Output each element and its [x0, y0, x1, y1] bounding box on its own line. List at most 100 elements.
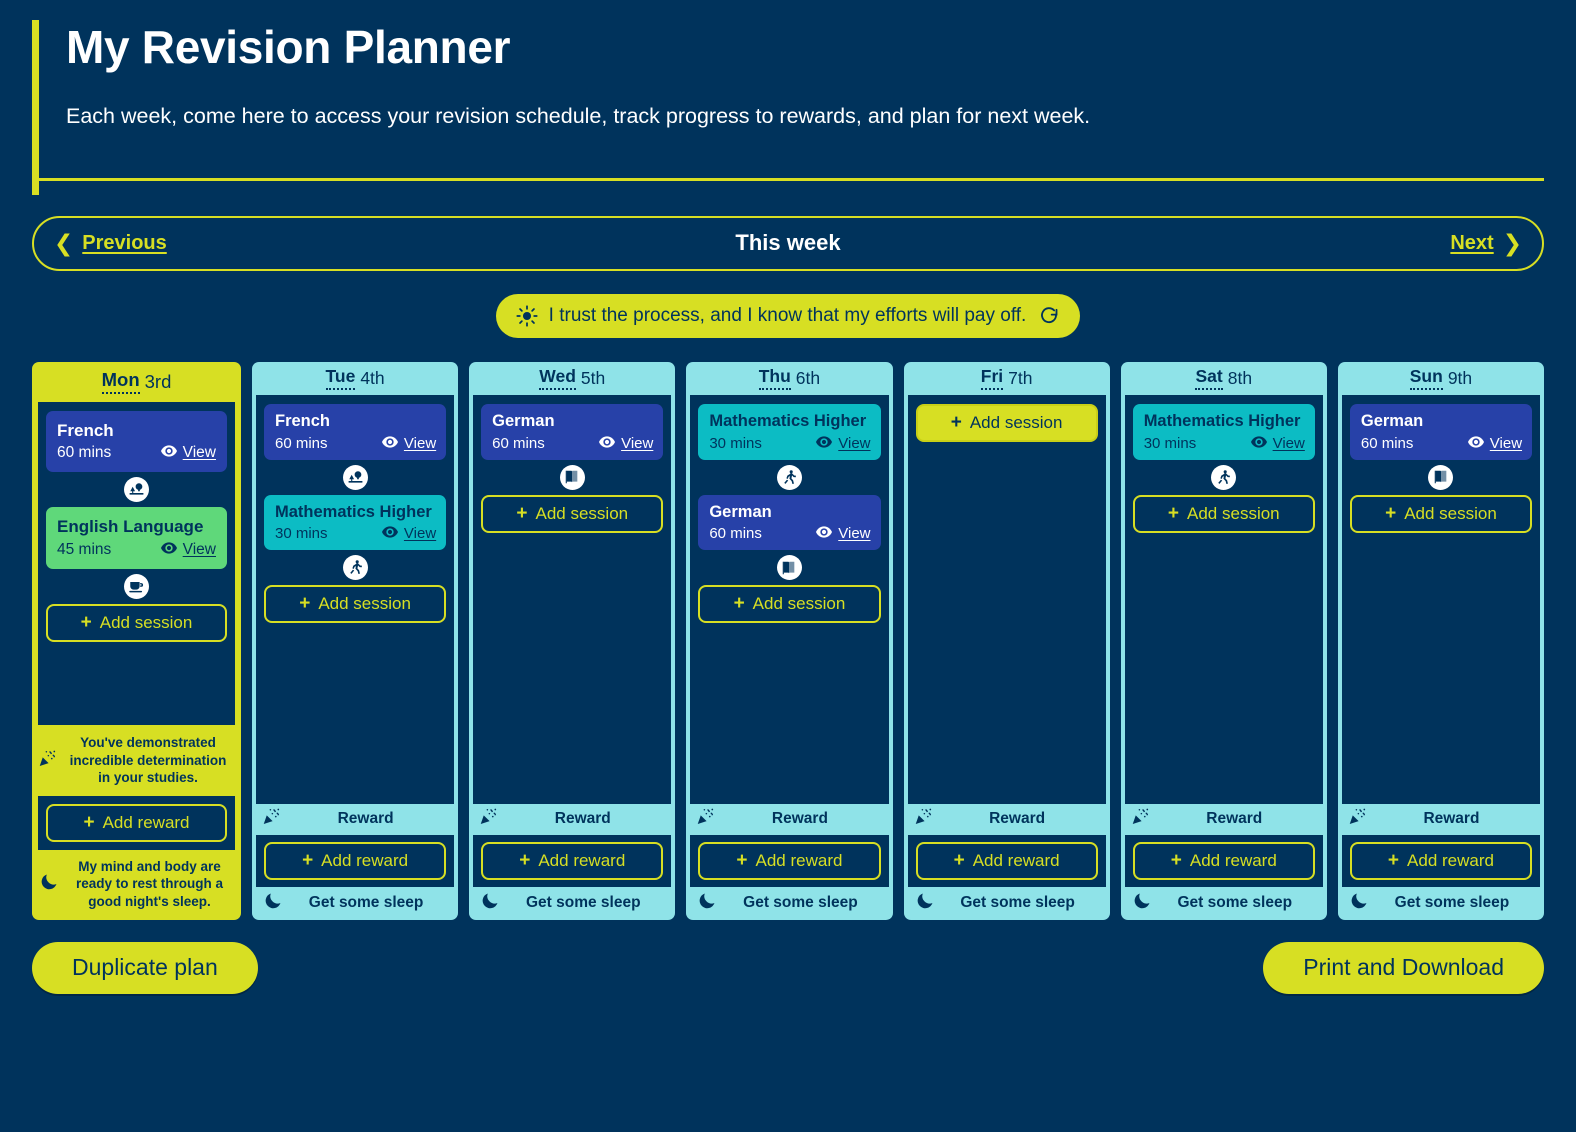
add-reward-button[interactable]: +Add reward	[698, 841, 881, 880]
view-label: View	[838, 525, 871, 543]
moon-icon	[40, 872, 59, 896]
book-icon	[776, 555, 802, 581]
affirmation-banner: I trust the process, and I know that my …	[495, 293, 1081, 338]
day-date: 8th	[1227, 367, 1253, 388]
add-session-label: Add session	[535, 503, 629, 523]
add-reward-button[interactable]: +Add reward	[915, 841, 1098, 880]
view-session-link[interactable]: View	[1250, 435, 1305, 452]
add-session-button[interactable]: + Add session	[481, 494, 664, 533]
sleep-label: Get some sleep	[308, 894, 424, 912]
session-subject: French	[57, 420, 114, 440]
add-session-button[interactable]: +Add session	[915, 403, 1098, 442]
add-session-button[interactable]: +Add session	[264, 585, 447, 624]
view-session-link[interactable]: View	[160, 444, 216, 462]
add-session-label: Add session	[99, 612, 193, 632]
add-session-label: Add session	[318, 594, 411, 614]
break-divider	[698, 550, 880, 585]
break-divider	[1350, 460, 1532, 495]
view-session-link[interactable]: View	[381, 435, 436, 452]
moon-icon	[916, 891, 935, 915]
add-reward-button[interactable]: + Add reward	[481, 841, 664, 880]
add-reward-button[interactable]: +Add reward	[46, 803, 227, 842]
day-name: Sat	[1195, 366, 1223, 391]
print-download-button[interactable]: Print and Download	[1263, 941, 1544, 994]
previous-week-label: Previous	[82, 231, 167, 254]
plus-icon: +	[736, 849, 748, 871]
refresh-icon[interactable]	[1039, 305, 1060, 326]
reward-label: Reward	[771, 810, 828, 828]
add-reward-button[interactable]: +Add reward	[264, 841, 447, 880]
plus-icon: +	[519, 849, 531, 871]
session-meta: 30 mins View	[1144, 435, 1305, 452]
next-week-button[interactable]: Next ❯	[1450, 231, 1522, 255]
add-session-label: Add session	[1404, 503, 1497, 523]
add-session-label: Add session	[752, 594, 846, 614]
view-session-link[interactable]: View	[816, 525, 871, 543]
session-meta: 60 mins View	[57, 444, 216, 462]
add-session-button[interactable]: +Add session	[1132, 494, 1315, 533]
break-divider	[46, 472, 227, 507]
add-reward-button[interactable]: +Add reward	[1132, 841, 1315, 880]
break-divider	[46, 569, 227, 604]
reward-body: +Add reward	[1124, 834, 1323, 887]
moon-icon	[264, 891, 283, 915]
view-session-link[interactable]: View	[599, 435, 653, 452]
add-reward-button[interactable]: +Add reward	[1349, 841, 1533, 880]
sleep-note-text: My mind and body are ready to rest throu…	[75, 858, 224, 909]
add-session-button[interactable]: +Add session	[1349, 494, 1533, 533]
add-session-button[interactable]: + Add session	[46, 603, 227, 642]
coffee-cup-icon	[124, 573, 149, 599]
day-name: Tue	[325, 366, 356, 391]
add-reward-label: Add reward	[538, 850, 626, 870]
page-header: My Revision Planner Each week, come here…	[32, 0, 1544, 195]
day-name: Fri	[980, 366, 1004, 391]
add-session-button[interactable]: + Add session	[698, 585, 881, 624]
plus-icon: +	[516, 502, 528, 524]
previous-week-button[interactable]: ❮ Previous	[54, 231, 167, 255]
view-session-link[interactable]: View	[816, 435, 871, 452]
session-subject: English Language	[57, 517, 204, 537]
day-date: 5th	[580, 367, 606, 388]
session-card[interactable]: French 60 mins View	[46, 410, 227, 473]
view-session-link[interactable]: View	[160, 541, 216, 559]
party-popper-icon	[1131, 807, 1150, 831]
reward-label: Reward	[337, 810, 394, 828]
day-body-fri: +Add session	[907, 394, 1106, 804]
view-session-link[interactable]: View	[1467, 435, 1522, 452]
session-subject: German	[709, 502, 772, 521]
sun-icon	[516, 304, 538, 327]
sleep-label: Get some sleep	[1394, 894, 1510, 912]
session-duration: 60 mins	[1360, 434, 1414, 452]
view-session-link[interactable]: View	[381, 525, 436, 542]
sleep-label: Get some sleep	[960, 894, 1075, 912]
sleep-label: Get some sleep	[525, 894, 641, 912]
duplicate-plan-button[interactable]: Duplicate plan	[32, 941, 258, 994]
plus-icon: +	[1170, 849, 1182, 871]
plus-icon: +	[733, 593, 745, 615]
session-subject: Mathematics Higher	[275, 502, 432, 521]
week-navigation: ❮ Previous This week Next ❯	[32, 215, 1544, 271]
session-duration: 60 mins	[492, 434, 545, 452]
break-divider	[264, 460, 446, 495]
break-divider	[264, 550, 446, 585]
plus-icon: +	[80, 611, 92, 633]
eye-icon	[816, 435, 833, 452]
sleep-strip: Get some sleep	[469, 887, 675, 920]
